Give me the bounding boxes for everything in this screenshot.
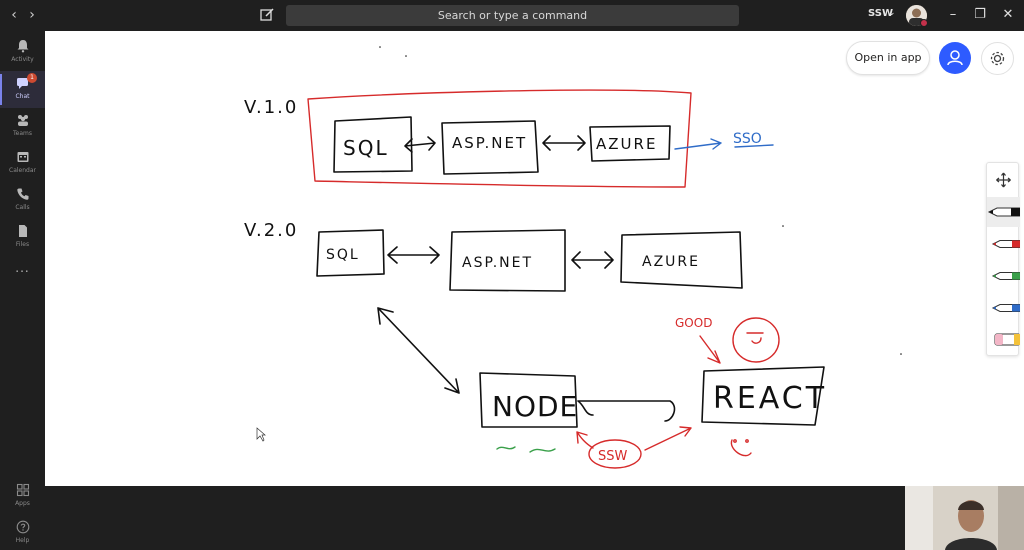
rail-item-label: Files [15, 241, 30, 248]
forward-icon[interactable]: › [29, 7, 35, 23]
bell-icon [17, 40, 28, 53]
label-azure-v2: AZURE [642, 254, 700, 270]
compose-icon[interactable] [258, 6, 276, 24]
stage-background [45, 486, 1024, 550]
chat-badge: 1 [27, 73, 37, 83]
rail-item-label: Help [15, 537, 30, 544]
apps-icon [16, 483, 29, 497]
rail-item-label: Apps [15, 500, 30, 507]
green-pen-icon[interactable] [987, 261, 1021, 291]
highlighter-icon[interactable] [987, 325, 1021, 355]
rail-item-label: Calls [15, 204, 30, 211]
rail-item-files[interactable]: Files [0, 219, 45, 256]
label-v2: V.2.0 [244, 220, 298, 241]
settings-button[interactable] [981, 42, 1014, 75]
red-pen-icon[interactable] [987, 229, 1021, 259]
rail-item-more[interactable]: ... [0, 259, 45, 296]
more-icon: ... [15, 261, 30, 275]
whiteboard-canvas[interactable]: V.1.0 V.2.0 SQL ASP.NET AZURE SQL ASP.NE… [45, 31, 1024, 486]
chevron-down-icon[interactable]: ⌄ [888, 8, 896, 18]
ink-toolbar [986, 162, 1021, 356]
rail-item-apps[interactable]: Apps [0, 478, 45, 515]
file-icon [18, 225, 27, 237]
blue-pen-icon[interactable] [987, 293, 1021, 323]
rail-item-teams[interactable]: Teams [0, 108, 45, 145]
rail-item-label: Teams [13, 130, 32, 137]
label-react: REACT [713, 381, 827, 416]
label-sql-v1: SQL [343, 136, 389, 160]
rail-item-chat[interactable]: 1 Chat [0, 71, 45, 108]
help-icon [16, 520, 29, 534]
share-button[interactable] [939, 42, 971, 74]
rail-item-label: Calendar [9, 167, 36, 174]
open-in-app-button[interactable]: Open in app [846, 41, 930, 75]
rail-item-help[interactable]: Help [0, 515, 45, 550]
rail-item-calendar[interactable]: Calendar [0, 145, 45, 182]
label-good: GOOD [675, 316, 712, 330]
close-icon[interactable]: ✕ [1002, 7, 1014, 22]
search-input[interactable]: Search or type a command [286, 5, 739, 26]
mouse-cursor-icon [256, 427, 266, 442]
rail-item-label: Chat [15, 93, 30, 100]
rail-item-activity[interactable]: Activity [0, 34, 45, 71]
restore-icon[interactable]: ❐ [974, 7, 986, 22]
move-icon[interactable] [987, 165, 1020, 195]
minimize-icon[interactable]: – [949, 7, 957, 22]
teams-icon [17, 115, 28, 126]
phone-icon [16, 188, 28, 200]
label-sql-v2: SQL [326, 247, 360, 263]
label-sso: SSO [733, 131, 762, 147]
self-video-preview[interactable] [905, 486, 1024, 550]
label-aspnet-v1: ASP.NET [452, 134, 527, 152]
label-node: NODE [492, 390, 578, 423]
chat-icon [16, 78, 28, 89]
label-aspnet-v2: ASP.NET [462, 255, 533, 271]
black-pen-icon[interactable] [987, 197, 1021, 227]
presence-busy-icon [920, 19, 928, 27]
label-azure-v1: AZURE [596, 135, 657, 153]
back-icon[interactable]: ‹ [11, 7, 17, 23]
label-v1: V.1.0 [244, 97, 298, 118]
app-rail: Activity 1 Chat Teams Calendar Calls Fil… [0, 31, 45, 550]
org-switcher[interactable]: SSW [868, 8, 893, 19]
rail-item-calls[interactable]: Calls [0, 182, 45, 219]
calendar-icon [17, 152, 28, 162]
gear-icon [990, 51, 1005, 66]
person-icon [947, 50, 963, 66]
label-ssw: SSW [598, 449, 628, 464]
rail-item-label: Activity [11, 56, 34, 63]
title-bar: ‹ › Search or type a command SSW ⌄ – ❐ ✕ [0, 0, 1024, 31]
